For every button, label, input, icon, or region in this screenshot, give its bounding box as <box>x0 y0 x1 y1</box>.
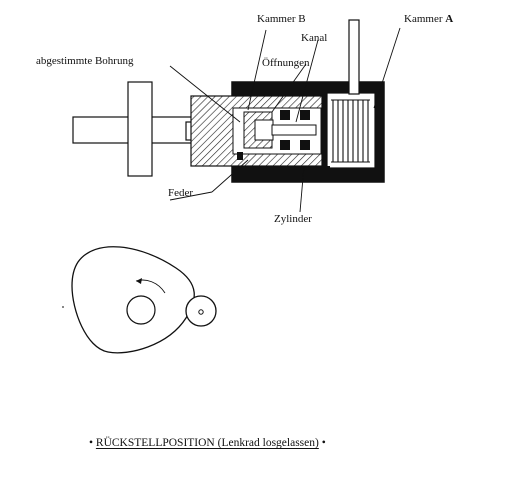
label-feder: Feder <box>168 187 194 199</box>
caption-bullet-right: • <box>321 437 326 449</box>
leader-lines <box>169 27 401 213</box>
label-kammer-a: Kammer A <box>404 14 453 25</box>
label-kammer-a-letter: A <box>445 13 454 25</box>
label-bohrung: abgestimmte Bohrung <box>36 55 134 67</box>
return-spring <box>331 99 370 163</box>
roller-axis <box>198 309 204 315</box>
caption-bullet-left: • <box>89 437 94 449</box>
label-oeffnungen: Öffnungen <box>262 57 310 69</box>
caption-text: RÜCKSTELLPOSITION (Lenkrad losgelassen) <box>95 437 319 449</box>
label-kanal: Kanal <box>301 32 328 44</box>
label-kammer-b: Kammer B <box>257 13 306 25</box>
wheel-hub <box>127 81 153 177</box>
label-kammer-a-text: Kammer <box>404 13 446 25</box>
cam-axis <box>126 295 156 325</box>
label-zylinder: Zylinder <box>274 213 312 225</box>
figure-caption: • RÜCKSTELLPOSITION (Lenkrad losgelassen… <box>89 437 326 449</box>
piston-rod <box>348 19 360 95</box>
